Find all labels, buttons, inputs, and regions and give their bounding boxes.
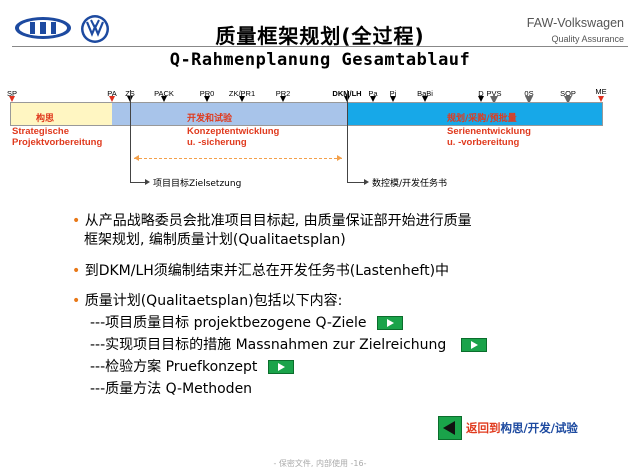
milestone-red-marker-icon — [109, 96, 115, 102]
sub-item-q-methods: ---质量方法 Q-Methoden — [90, 381, 253, 397]
brand-subtitle: Quality Assurance — [551, 34, 624, 44]
milestone-hollow-marker-icon — [490, 96, 498, 104]
bullet-dot-icon: • — [72, 263, 81, 279]
milestone-hollow-marker-icon — [525, 96, 533, 104]
bullet-item-2: • 到DKM/LH须编制结束并汇总在开发任务书(Lastenheft)中 — [72, 263, 450, 279]
arrow-left-icon — [134, 155, 139, 161]
milestone-hollow-marker-icon — [564, 96, 572, 104]
dkm-connector-line — [347, 90, 348, 182]
phase-bar-strategy — [10, 102, 114, 126]
phase-cn-label: 开发和试验 — [187, 114, 233, 124]
sub-item-test-concept: ---检验方案 Pruefkonzept — [90, 358, 294, 377]
milestone-label: PA — [107, 89, 117, 98]
play-button[interactable] — [376, 316, 403, 330]
phase-de-label: Serienentwicklung u. -vorbereitung — [447, 126, 531, 148]
span-dashed-line — [134, 158, 342, 159]
milestone-marker-icon — [422, 96, 428, 102]
milestone-label: 0S — [524, 89, 534, 98]
bullet-dot-icon: • — [72, 213, 81, 229]
back-arrow-icon[interactable] — [438, 416, 462, 440]
milestone-red-marker-icon — [598, 96, 604, 102]
milestone-label: PR0 — [199, 89, 215, 98]
zs-annotation: 项目目标Zielsetzung — [153, 179, 242, 189]
milestone-label: PR2 — [275, 89, 291, 98]
milestone-marker-icon — [239, 96, 245, 102]
bullet-item-3: • 质量计划(Qualitaetsplan)包括以下内容: — [72, 293, 343, 309]
milestone-red-marker-icon — [9, 96, 15, 102]
milestone-marker-icon — [280, 96, 286, 102]
phase-de-label: Strategische Projektvorbereitung — [12, 126, 103, 148]
bullet-dot-icon: • — [72, 293, 81, 309]
milestone-label: SP — [6, 89, 18, 98]
bullet-item-1: • 从产品战略委员会批准项目目标起, 由质量保证部开始进行质量 框架规划, 编制… — [72, 213, 472, 248]
milestone-label: Pi — [389, 89, 397, 98]
faw-logo-icon — [15, 17, 71, 39]
play-button[interactable] — [267, 360, 294, 374]
milestone-marker-icon — [390, 96, 396, 102]
brand-name: FAW-Volkswagen — [526, 16, 624, 30]
footer-text: - 保密文件, 内部使用 -16- — [273, 459, 367, 468]
milestone-marker-icon — [161, 96, 167, 102]
phase-bar-concept — [112, 102, 349, 126]
milestone-label: D — [478, 89, 484, 98]
milestone-label: PACK — [154, 89, 174, 98]
vw-logo-icon — [81, 15, 109, 43]
play-button[interactable] — [460, 338, 487, 352]
sub-item-quality-goals: ---项目质量目标 projektbezogene Q-Ziele — [90, 314, 403, 333]
back-link-prefix[interactable]: 返回到 — [466, 421, 501, 435]
dkm-pointer-line — [347, 182, 365, 183]
phase-cn-label: 构思 — [36, 114, 55, 124]
zs-pointer-line — [130, 182, 146, 183]
back-navigation[interactable]: 返回到构思/开发/试验 — [438, 416, 578, 440]
milestone-label: ME — [595, 87, 607, 96]
milestone-marker-icon — [204, 96, 210, 102]
milestone-marker-icon — [370, 96, 376, 102]
page-title: 质量框架规划(全过程) — [215, 24, 425, 48]
milestone-label: PVS — [486, 89, 502, 98]
header-divider — [12, 46, 628, 47]
milestone-label: ZK/PR1 — [228, 89, 256, 98]
page-subtitle: Q-Rahmenplanung Gesamtablauf — [169, 50, 471, 70]
phase-cn-label: 规划/采购/预批量 — [447, 114, 517, 124]
milestone-label: SOP — [560, 89, 576, 98]
arrow-right-icon — [145, 179, 150, 185]
arrow-right-icon — [364, 179, 369, 185]
phase-de-label: Konzeptentwicklung u. -sicherung — [187, 126, 280, 148]
arrow-right-icon — [337, 155, 342, 161]
milestone-marker-icon — [478, 96, 484, 102]
milestone-label: Pa — [368, 89, 378, 98]
zs-connector-line — [130, 90, 131, 182]
dkm-annotation: 数控模/开发任务书 — [372, 179, 448, 189]
milestone-label: BaBi — [417, 89, 433, 98]
sub-item-measures: ---实现项目目标的措施 Massnahmen zur Zielreichung — [90, 336, 487, 355]
phase-bar-series — [348, 102, 603, 126]
back-link-target[interactable]: 构思/开发/试验 — [500, 421, 578, 435]
